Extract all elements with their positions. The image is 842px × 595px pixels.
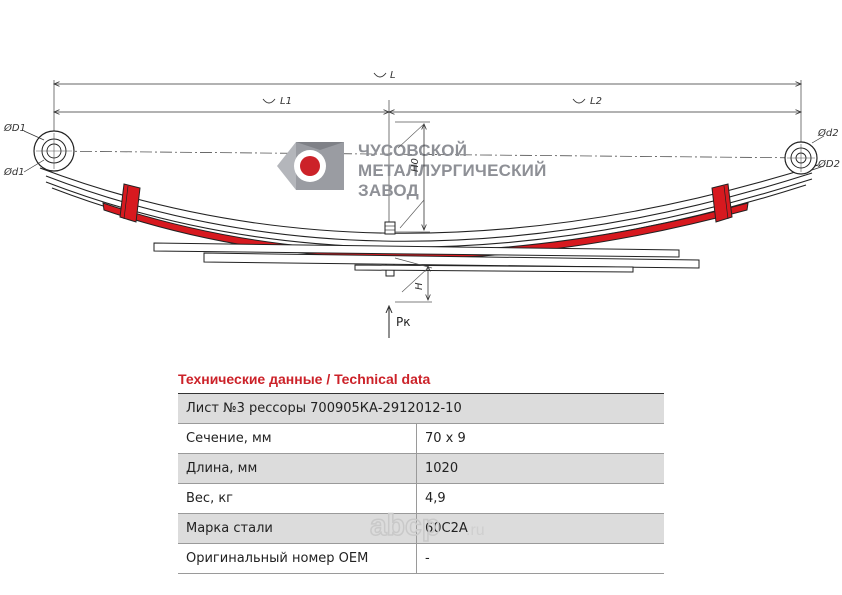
table-row: Марка стали 60С2А bbox=[178, 513, 664, 544]
table-row: Сечение, мм 70 x 9 bbox=[178, 423, 664, 454]
label-left-length: L1 bbox=[280, 96, 292, 107]
row-label: Вес, кг bbox=[178, 483, 417, 514]
label-right-eye-outer: ØD2 bbox=[817, 158, 840, 170]
dimension-total-length: L bbox=[54, 70, 801, 84]
row-label: Оригинальный номер OEM bbox=[178, 543, 417, 574]
row-value: 1020 bbox=[416, 453, 664, 484]
support-plates bbox=[153, 242, 700, 273]
dimension-left-length: L1 bbox=[54, 96, 389, 112]
row-label: Сечение, мм bbox=[178, 423, 417, 454]
label-height: H bbox=[414, 282, 425, 290]
table-row: Вес, кг 4,9 bbox=[178, 483, 664, 514]
right-clamp bbox=[711, 183, 733, 223]
right-eye: Ød2 ØD2 bbox=[784, 127, 840, 175]
row-value: 4,9 bbox=[416, 483, 664, 514]
dimension-camber: H0 bbox=[395, 121, 430, 233]
label-total-length: L bbox=[390, 70, 396, 81]
table-header-row: Лист №3 рессоры 700905КА-2912012-10 bbox=[178, 393, 664, 424]
factory-logo: ЧУСОВСКОЙ МЕТАЛЛУРГИЧЕСКИЙ ЗАВОД bbox=[277, 141, 547, 200]
factory-logo-icon bbox=[277, 142, 344, 190]
watermark-logo: abcp .ru bbox=[369, 508, 485, 543]
label-load: Pк bbox=[396, 315, 410, 329]
watermark-text: abcp bbox=[370, 509, 440, 542]
left-eye: ØD1 Ød1 bbox=[3, 122, 75, 178]
technical-data-table: Лист №3 рессоры 700905КА-2912012-10 Сече… bbox=[178, 393, 664, 574]
row-value: 60С2А bbox=[416, 513, 664, 544]
technical-data-title: Технические данные / Technical data bbox=[178, 371, 431, 387]
table-row: Оригинальный номер OEM - bbox=[178, 543, 664, 574]
label-left-eye-outer: ØD1 bbox=[3, 122, 26, 134]
left-clamp bbox=[119, 183, 141, 223]
label-left-eye-inner: Ød1 bbox=[3, 166, 25, 178]
row-label: Марка стали bbox=[178, 513, 417, 544]
logo-line-3: ЗАВОД bbox=[358, 181, 419, 200]
eye-center-line bbox=[39, 150, 816, 159]
table-row: Длина, мм 1020 bbox=[178, 453, 664, 484]
dimension-right-length: L2 bbox=[389, 96, 801, 112]
watermark-suffix: .ru bbox=[466, 522, 485, 539]
row-value: 70 x 9 bbox=[416, 423, 664, 454]
label-right-eye-inner: Ød2 bbox=[817, 127, 839, 139]
dimension-height: H bbox=[394, 257, 433, 303]
logo-line-2: МЕТАЛЛУРГИЧЕСКИЙ bbox=[358, 161, 547, 180]
label-camber: H0 bbox=[410, 158, 421, 172]
label-right-length: L2 bbox=[590, 96, 602, 107]
leaf-spring-drawing: L L1 L2 ЧУСОВСКОЙ МЕТАЛЛУРГИЧЕСКИЙ ЗАВОД bbox=[3, 70, 840, 338]
technical-data-section: Технические данные / Technical data Лист… bbox=[178, 370, 664, 574]
logo-line-1: ЧУСОВСКОЙ bbox=[358, 141, 467, 160]
part-designation: Лист №3 рессоры 700905КА-2912012-10 bbox=[178, 393, 664, 424]
load-arrow: Pк bbox=[389, 306, 410, 338]
row-label: Длина, мм bbox=[178, 453, 417, 484]
row-value: - bbox=[416, 543, 664, 574]
